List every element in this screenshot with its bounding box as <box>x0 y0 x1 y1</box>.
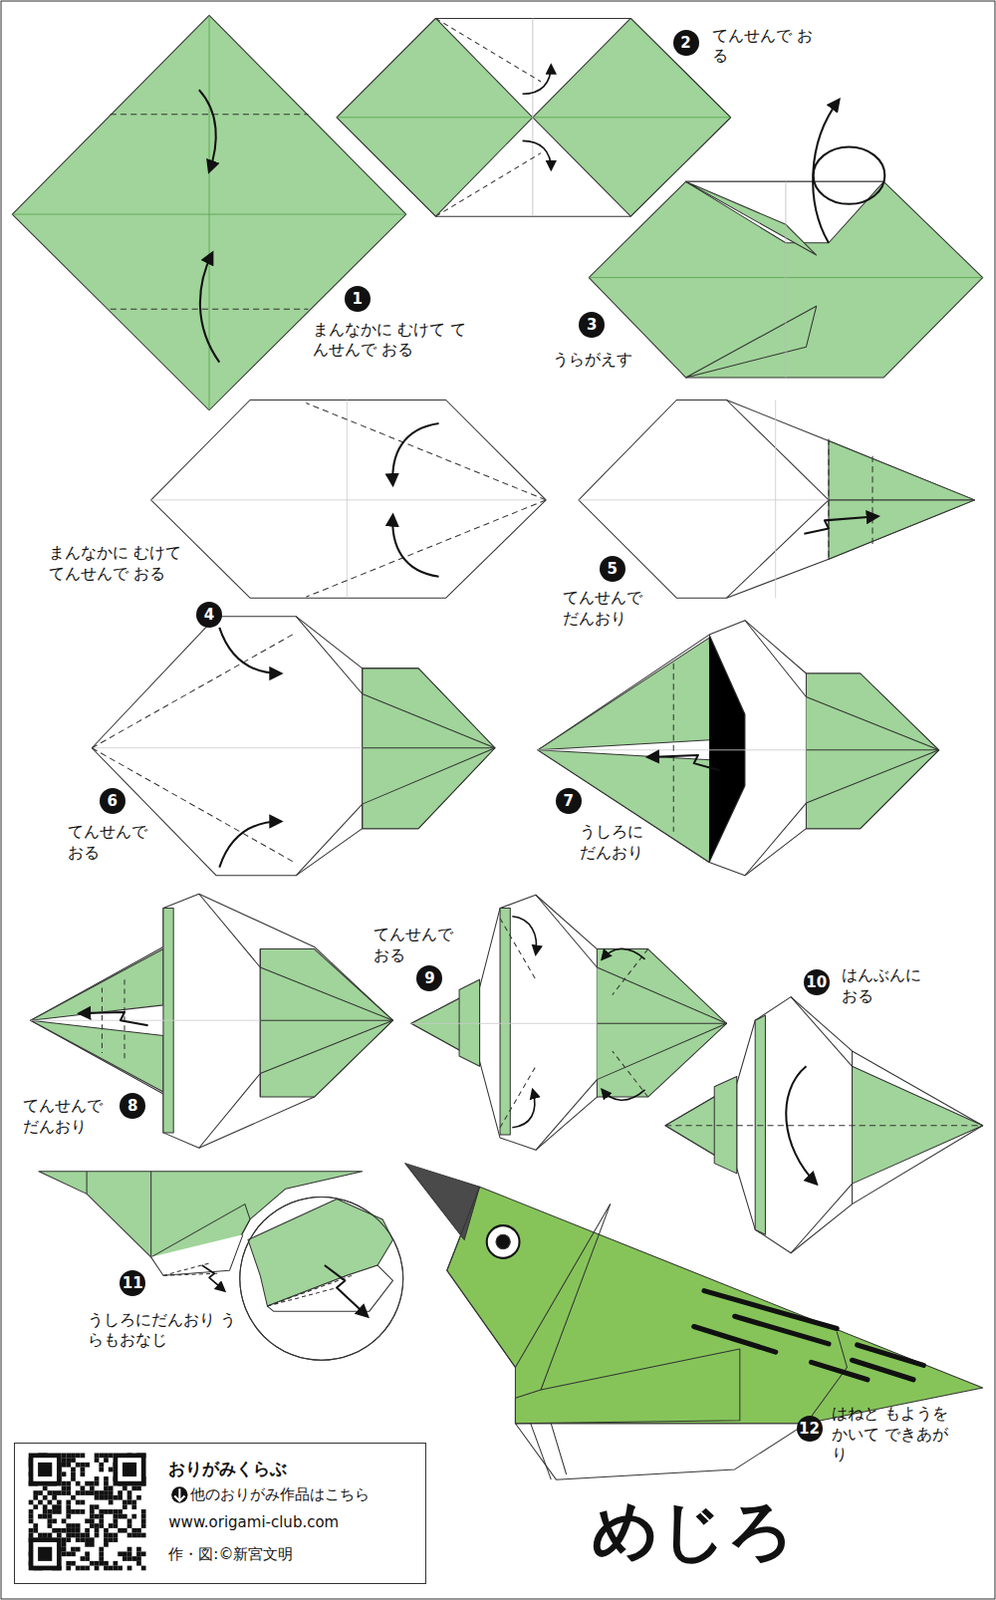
callout-number: 6 <box>99 787 126 814</box>
callout-number: 12 <box>796 1415 823 1442</box>
callout-number: 8 <box>119 1092 146 1119</box>
callout-number: 7 <box>555 787 582 814</box>
instruction-text: まんなかに むけて てんせんで おる <box>312 319 477 362</box>
callout-number: 3 <box>578 311 605 338</box>
callout-number: 5 <box>599 555 626 582</box>
instruction-text: うらがえす <box>552 349 666 371</box>
callout-number: 11 <box>119 1269 146 1296</box>
instruction-text: はねと もようを かいて できあがり <box>831 1403 957 1466</box>
credit-text: www.origami-club.com <box>168 1512 339 1531</box>
instruction-text: てんせんで だんおり <box>22 1095 117 1138</box>
instruction-text: てんせんで だんおり <box>562 587 657 630</box>
instruction-text: うしろにだんおり うらもおなじ <box>87 1309 251 1352</box>
title: めじろ <box>591 1497 795 1564</box>
callout-number: 10 <box>803 969 830 996</box>
instruction-text: てんせんで おる <box>712 25 814 68</box>
instruction-text: はんぶんに おる <box>841 965 936 1007</box>
callout-number: 4 <box>196 601 223 628</box>
credit-text: 作・図:©新宮文明 <box>168 1544 293 1564</box>
credit-box: おりがみくらぶ他のおりがみ作品はこちら www.origami-club.com 作… <box>13 1442 427 1584</box>
qr-code <box>28 1453 147 1571</box>
callout-number: 1 <box>344 285 371 312</box>
callout-number: 2 <box>673 29 700 56</box>
callout-number: 9 <box>416 965 443 992</box>
instruction-text: てんせんで おる <box>67 821 162 864</box>
instruction-text: うしろに だんおり <box>579 821 662 864</box>
credit-text: 他のおりがみ作品はこちら <box>190 1485 370 1504</box>
instruction-text: まんなかに むけて てんせんで おる <box>48 542 188 585</box>
instruction-text: てんせんで おる <box>373 924 468 967</box>
credit-text: おりがみくらぶ <box>168 1457 287 1481</box>
